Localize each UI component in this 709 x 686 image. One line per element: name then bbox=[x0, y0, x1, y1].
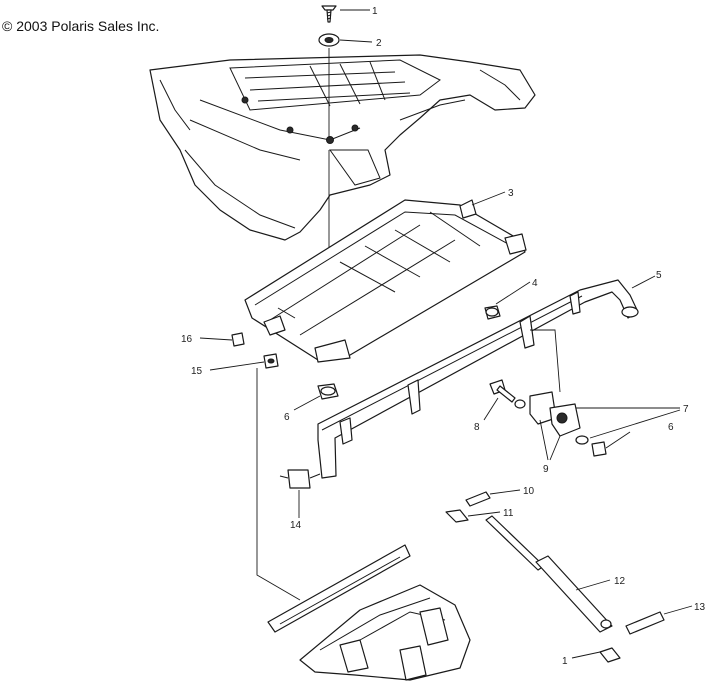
callout-1-top: 1 bbox=[372, 6, 378, 17]
leader-16 bbox=[199, 337, 233, 341]
callout-1-bottom: 1 bbox=[562, 656, 568, 667]
pin-part-13 bbox=[625, 611, 665, 635]
callout-13: 13 bbox=[694, 602, 706, 613]
leader-5 bbox=[631, 275, 656, 289]
rear-frame-hitch bbox=[267, 544, 471, 681]
nut-part-15 bbox=[263, 353, 279, 369]
callout-6-right: 6 bbox=[668, 422, 674, 433]
nut-part-6-left bbox=[317, 383, 339, 400]
leader-4 bbox=[495, 281, 531, 305]
callout-9: 9 bbox=[543, 464, 549, 475]
leader-spring-mount bbox=[530, 329, 561, 393]
pin-part-10 bbox=[465, 491, 491, 507]
spring-clip-part-14 bbox=[279, 469, 321, 489]
leader-3 bbox=[471, 191, 506, 206]
callout-15: 15 bbox=[191, 366, 203, 377]
gas-strut-part-12 bbox=[485, 515, 613, 633]
leader-6-left bbox=[293, 395, 321, 411]
bolt-part-8 bbox=[489, 379, 516, 403]
leader-11 bbox=[467, 511, 501, 517]
leader-8 bbox=[483, 397, 499, 421]
bolt-part-16 bbox=[231, 332, 245, 347]
screw-part-1 bbox=[321, 5, 337, 23]
callout-11: 11 bbox=[503, 508, 514, 519]
callout-16: 16 bbox=[181, 334, 193, 345]
cargo-rack-part-3 bbox=[244, 199, 527, 363]
leader-9b bbox=[549, 435, 561, 461]
leader-10 bbox=[489, 489, 521, 495]
leader-15 bbox=[209, 361, 265, 371]
callout-12: 12 bbox=[614, 576, 626, 587]
leader-12 bbox=[575, 579, 611, 591]
leader-9a bbox=[539, 419, 549, 461]
clamp-brackets-parts-7-9 bbox=[514, 391, 589, 445]
alignment-line-left bbox=[256, 368, 301, 601]
nut-part-6-right bbox=[591, 441, 607, 457]
bumper-tube-part-5 bbox=[317, 279, 639, 479]
leader-2 bbox=[339, 39, 373, 43]
copyright-notice: © 2003 Polaris Sales Inc. bbox=[2, 18, 160, 34]
callout-5: 5 bbox=[656, 270, 662, 281]
callout-4: 4 bbox=[532, 278, 538, 289]
leader-6-right bbox=[605, 431, 631, 449]
callout-14: 14 bbox=[290, 520, 302, 531]
callout-3: 3 bbox=[508, 188, 514, 199]
callout-10: 10 bbox=[523, 486, 535, 497]
callout-8: 8 bbox=[474, 422, 480, 433]
leader-13 bbox=[663, 605, 693, 615]
clip-part-11 bbox=[445, 509, 469, 523]
callout-2: 2 bbox=[376, 38, 382, 49]
clip-part-1-bottom bbox=[599, 647, 621, 663]
callout-6-left: 6 bbox=[284, 412, 290, 423]
grommet-part-2 bbox=[318, 33, 340, 47]
nut-part-4 bbox=[484, 305, 501, 320]
leader-1-bottom bbox=[571, 651, 601, 659]
callout-7: 7 bbox=[683, 404, 689, 415]
rear-fender-body bbox=[149, 54, 536, 241]
leader-7b bbox=[589, 409, 681, 439]
